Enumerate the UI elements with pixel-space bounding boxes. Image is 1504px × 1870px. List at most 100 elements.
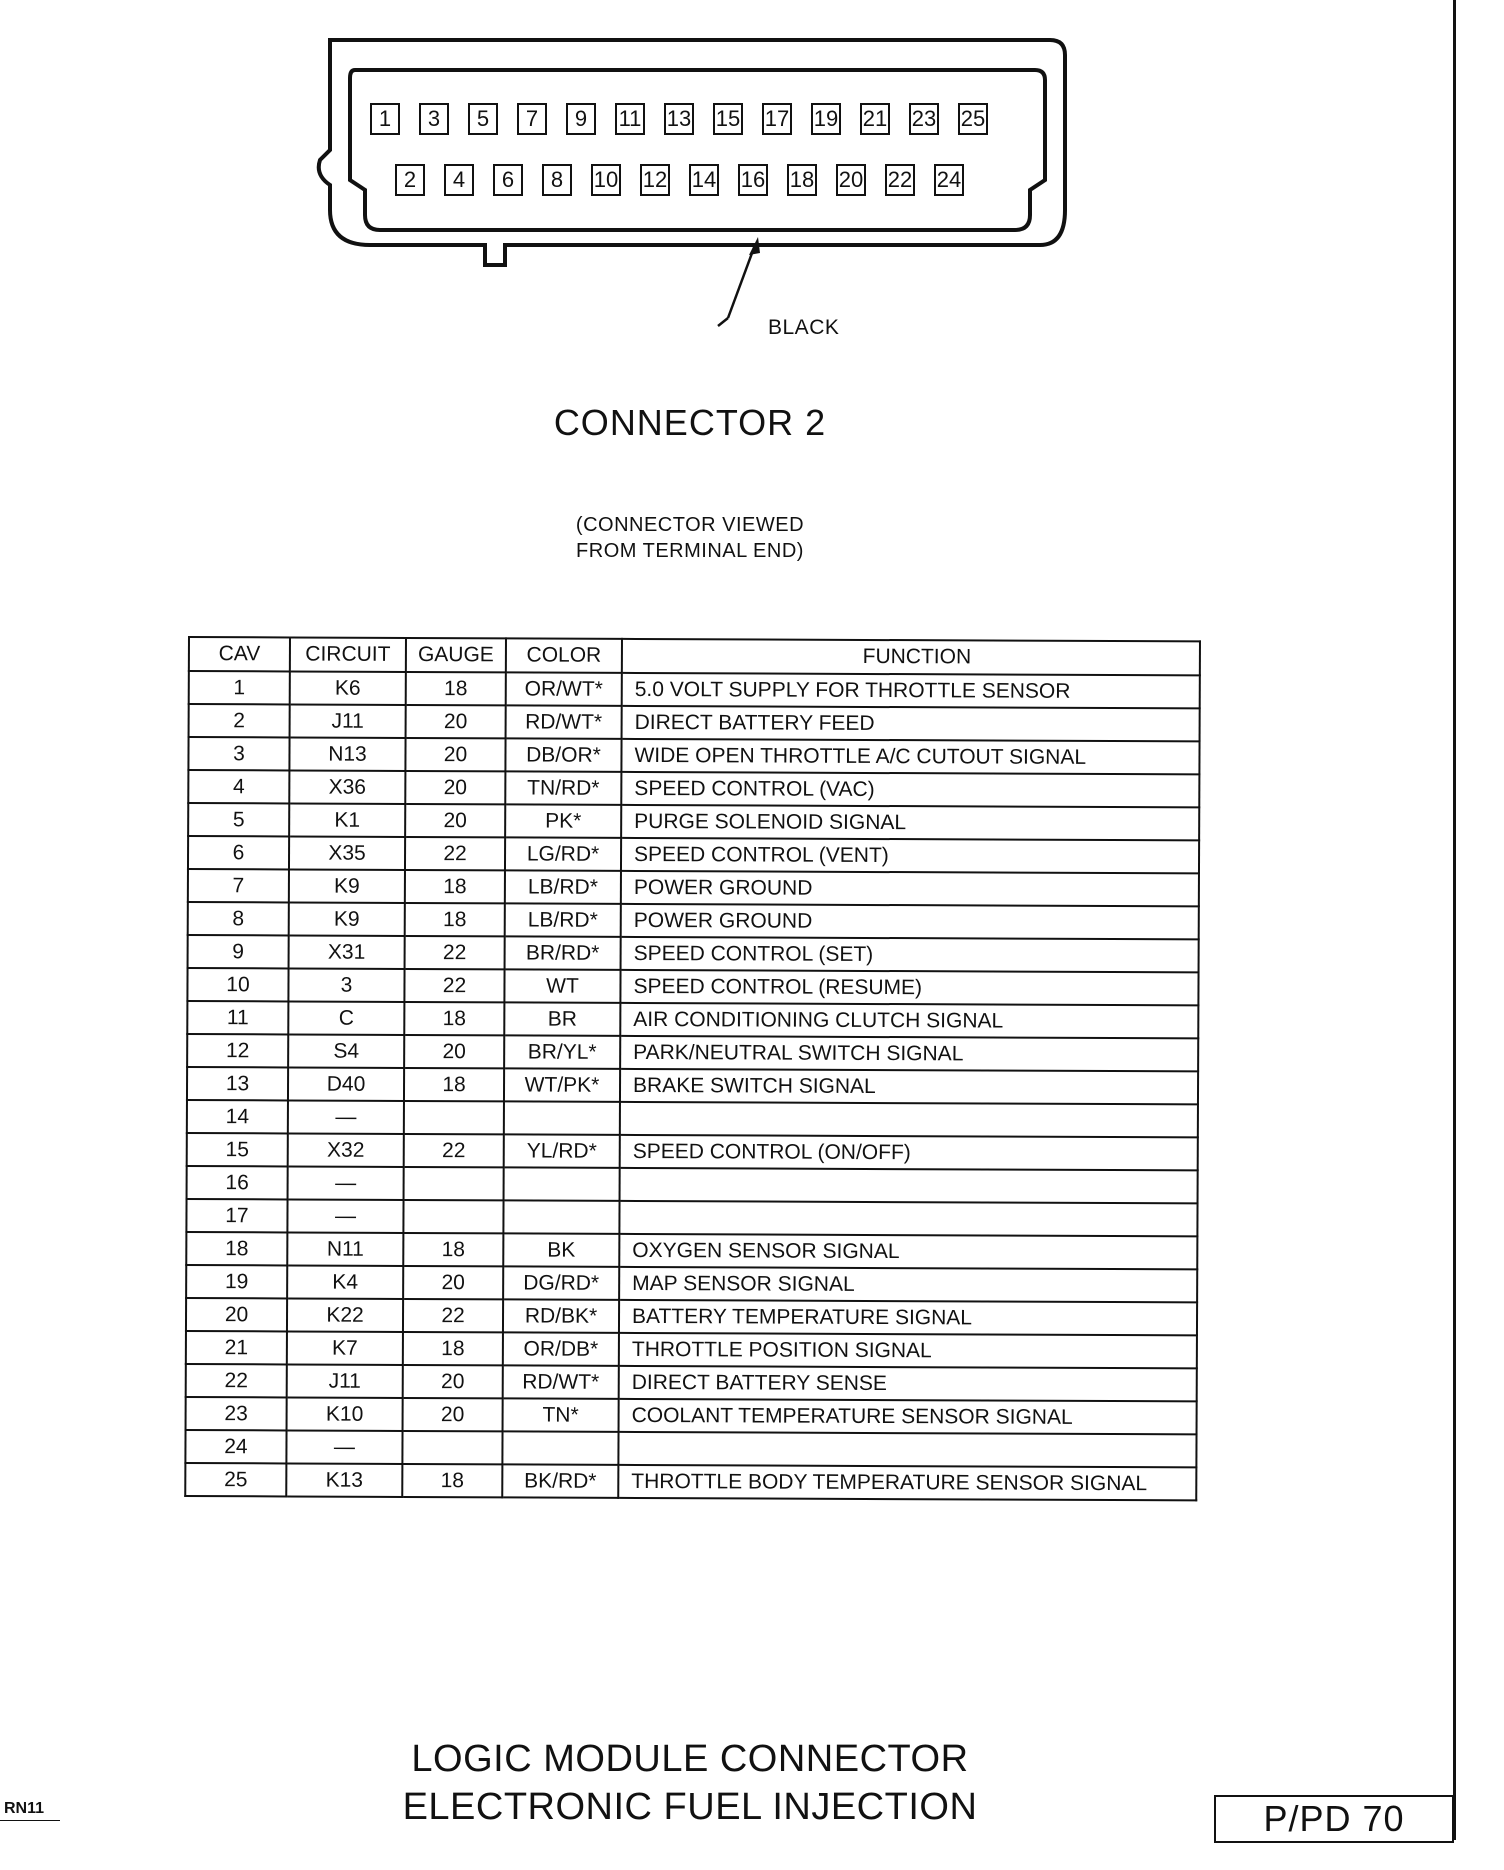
pin: 9 <box>566 103 596 135</box>
cell-color: WT <box>504 969 621 1003</box>
cell-function: DIRECT BATTERY SENSE <box>618 1365 1197 1402</box>
cell-function: DIRECT BATTERY FEED <box>621 705 1200 742</box>
cell-gauge: 20 <box>405 803 506 838</box>
cell-color: RD/BK* <box>502 1299 620 1333</box>
cell-cav: 8 <box>187 902 289 936</box>
pin: 16 <box>738 164 768 196</box>
cell-gauge <box>403 1199 504 1234</box>
cell-gauge: 22 <box>402 1298 504 1333</box>
cell-cav: 3 <box>188 737 290 771</box>
cell-cav: 24 <box>185 1429 287 1464</box>
cell-color: WT/PK* <box>503 1068 621 1102</box>
cell-function: SPEED CONTROL (SET) <box>620 936 1199 973</box>
cell-cav: 21 <box>185 1330 287 1365</box>
pin: 10 <box>591 164 621 196</box>
cell-gauge: 20 <box>404 1034 505 1069</box>
cell-gauge: 18 <box>405 671 506 706</box>
cell-circuit: K9 <box>288 902 405 936</box>
page-number-box: P/PD 70 <box>1214 1795 1454 1843</box>
cell-function <box>619 1167 1198 1204</box>
top-pin-row: 1 3 5 7 9 11 13 15 17 19 21 23 25 <box>370 103 988 135</box>
cell-circuit: X32 <box>287 1133 404 1167</box>
view-note-line1: (CONNECTOR VIEWED <box>575 514 805 536</box>
cell-gauge: 22 <box>403 1133 504 1168</box>
cell-circuit: K22 <box>286 1298 404 1332</box>
cell-function: POWER GROUND <box>620 903 1199 940</box>
pin: 15 <box>713 103 743 135</box>
pin: 20 <box>836 164 866 196</box>
header-circuit: CIRCUIT <box>289 637 406 672</box>
pin: 11 <box>615 103 645 135</box>
bottom-pin-row: 2 4 6 8 10 12 14 16 18 20 22 24 <box>395 164 964 196</box>
cell-function: SPEED CONTROL (VENT) <box>620 837 1200 874</box>
pin: 5 <box>468 103 498 135</box>
header-cav: CAV <box>188 637 290 672</box>
cell-function <box>619 1101 1198 1138</box>
cell-cav: 22 <box>185 1363 287 1398</box>
cell-cav: 9 <box>187 935 289 969</box>
cell-circuit: C <box>288 1001 405 1035</box>
cell-color: YL/RD* <box>503 1134 620 1168</box>
footer-title-line1: LOGIC MODULE CONNECTOR <box>411 1738 969 1780</box>
cell-cav: 17 <box>186 1198 288 1233</box>
cell-circuit: J11 <box>289 704 406 738</box>
pin: 24 <box>934 164 964 196</box>
cell-color: DB/OR* <box>505 738 622 772</box>
cell-color: PK* <box>505 804 622 838</box>
cell-function: MAP SENSOR SIGNAL <box>619 1266 1198 1303</box>
cell-function: SPEED CONTROL (RESUME) <box>620 969 1199 1006</box>
connector-color-label: BLACK <box>768 316 840 339</box>
cell-function: SPEED CONTROL (ON/OFF) <box>619 1134 1198 1171</box>
cell-circuit: K1 <box>289 803 406 837</box>
cell-gauge: 18 <box>402 1463 503 1498</box>
cell-gauge <box>403 1166 504 1201</box>
cell-gauge: 18 <box>402 1331 503 1366</box>
cell-circuit: K9 <box>288 869 405 903</box>
cell-color: BR <box>504 1002 621 1036</box>
cell-gauge: 18 <box>403 1067 505 1102</box>
cell-cav: 19 <box>186 1264 288 1299</box>
cell-function: COOLANT TEMPERATURE SENSOR SIGNAL <box>618 1398 1197 1435</box>
cell-color: LB/RD* <box>504 870 621 904</box>
cell-cav: 12 <box>187 1034 289 1068</box>
pin: 3 <box>419 103 449 135</box>
page-right-border <box>1453 0 1456 1840</box>
view-note: (CONNECTOR VIEWED FROM TERMINAL END) <box>0 512 1380 564</box>
cell-gauge: 20 <box>403 1265 504 1300</box>
cell-color: BR/YL* <box>504 1035 621 1069</box>
cell-function: BRAKE SWITCH SIGNAL <box>619 1068 1199 1105</box>
cell-gauge: 20 <box>405 704 506 739</box>
cell-color <box>503 1101 620 1135</box>
cell-circuit: — <box>287 1166 404 1200</box>
cell-cav: 15 <box>186 1132 288 1167</box>
cell-color: LG/RD* <box>504 837 622 871</box>
pin: 22 <box>885 164 915 196</box>
cell-circuit: J11 <box>286 1364 403 1398</box>
pin: 12 <box>640 164 670 196</box>
cell-cav: 4 <box>188 770 290 804</box>
cell-cav: 18 <box>186 1231 288 1266</box>
cell-color: OR/WT* <box>505 672 622 706</box>
cell-cav: 2 <box>188 704 290 738</box>
cell-circuit: X36 <box>289 770 406 804</box>
pin: 23 <box>909 103 939 135</box>
cell-cav: 23 <box>185 1396 287 1431</box>
connector-diagram: 1 3 5 7 9 11 13 15 17 19 21 23 25 2 4 6 … <box>310 30 1070 370</box>
pin: 25 <box>958 103 988 135</box>
cell-color: OR/DB* <box>502 1332 619 1366</box>
pin: 17 <box>762 103 792 135</box>
pin: 21 <box>860 103 890 135</box>
pin: 18 <box>787 164 817 196</box>
cell-circuit: K7 <box>286 1331 403 1365</box>
